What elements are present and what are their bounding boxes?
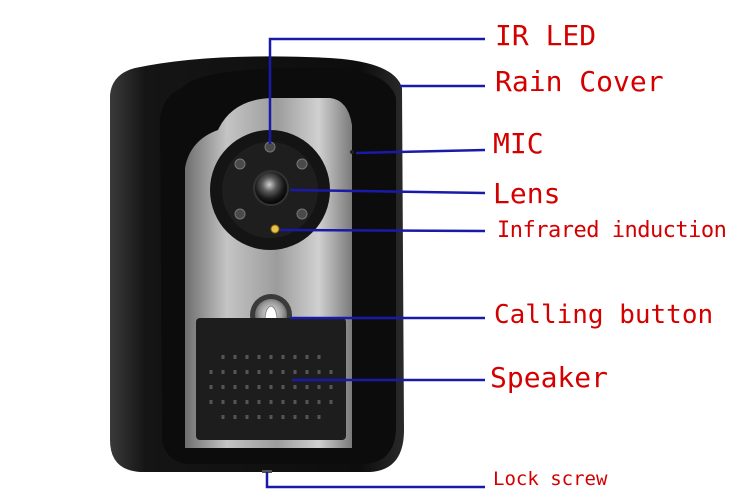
label-speaker: Speaker [490, 361, 609, 394]
label-ir-led: IR LED [495, 19, 597, 52]
label-infrared-induction: Infrared induction [497, 218, 727, 243]
leader-lines [265, 37, 486, 489]
speaker-hole [269, 415, 273, 419]
speaker-hole [317, 385, 321, 389]
leader-lens [289, 188, 486, 195]
leader-lock-screw [265, 472, 485, 489]
speaker-hole [269, 400, 273, 404]
speaker-hole [293, 370, 297, 374]
speaker-hole [233, 355, 237, 359]
speaker-hole [281, 385, 285, 389]
speaker-hole [257, 370, 261, 374]
speaker-hole [221, 400, 225, 404]
speaker-hole [245, 400, 249, 404]
speaker-hole [317, 355, 321, 359]
leader-ir-led [268, 37, 485, 144]
speaker-hole [305, 415, 309, 419]
speaker-hole [221, 355, 225, 359]
lock-screw-slot [262, 470, 272, 473]
ir-led-ring [234, 141, 308, 220]
speaker-hole [257, 415, 261, 419]
speaker-hole [329, 400, 333, 404]
speaker-hole [293, 385, 297, 389]
speaker-hole [221, 415, 225, 419]
speaker-hole [233, 370, 237, 374]
speaker-hole [329, 370, 333, 374]
speaker-hole [269, 355, 273, 359]
speaker-hole [305, 355, 309, 359]
speaker-hole [281, 355, 285, 359]
speaker-hole [305, 400, 309, 404]
speaker-hole [257, 385, 261, 389]
speaker-hole [317, 415, 321, 419]
speaker-hole [281, 415, 285, 419]
speaker-hole [317, 400, 321, 404]
label-calling-button: Calling button [494, 300, 714, 330]
speaker-hole [245, 355, 249, 359]
speaker-grille [209, 355, 333, 419]
speaker-hole [233, 415, 237, 419]
speaker-hole [257, 400, 261, 404]
mic-hole [350, 150, 354, 154]
speaker-hole [221, 385, 225, 389]
speaker-hole [245, 385, 249, 389]
speaker-hole [329, 385, 333, 389]
speaker-hole [293, 355, 297, 359]
lens [253, 170, 289, 206]
speaker-hole [209, 385, 213, 389]
speaker-hole [221, 370, 225, 374]
speaker-hole [293, 415, 297, 419]
label-lock-screw: Lock screw [493, 468, 608, 490]
speaker-hole [305, 385, 309, 389]
label-rain-cover: Rain Cover [495, 65, 664, 98]
speaker-hole [233, 400, 237, 404]
infrared-sensor [270, 224, 280, 234]
speaker-hole [281, 370, 285, 374]
label-mic: MIC [493, 127, 544, 160]
speaker-hole [257, 355, 261, 359]
speaker-hole [245, 370, 249, 374]
speaker-hole [209, 400, 213, 404]
speaker-hole [305, 370, 309, 374]
speaker-hole [293, 400, 297, 404]
speaker-hole [269, 385, 273, 389]
label-lens: Lens [493, 177, 561, 210]
speaker-hole [209, 370, 213, 374]
speaker-hole [245, 415, 249, 419]
leader-mic [355, 148, 486, 155]
leader-infrared [279, 228, 486, 233]
speaker-hole [269, 370, 273, 374]
speaker-hole [233, 385, 237, 389]
speaker-panel [196, 318, 346, 440]
speaker-hole [317, 370, 321, 374]
speaker-hole [281, 400, 285, 404]
